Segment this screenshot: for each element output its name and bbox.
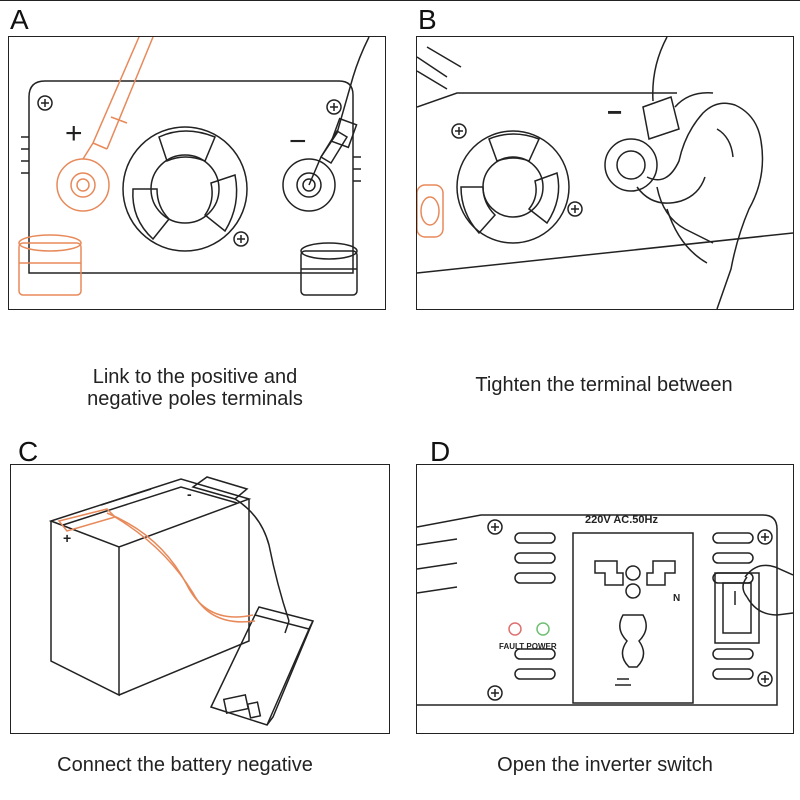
battery — [48, 478, 252, 697]
screw-icon — [326, 99, 342, 115]
step-a-panel: + − — [8, 36, 386, 310]
rating-label: 220V AC.50Hz — [585, 514, 658, 526]
inverter-box — [209, 606, 315, 726]
power-led — [536, 622, 550, 636]
step-b-letter: B — [418, 4, 437, 35]
step-d-illustration: 220V AC.50Hz N FAULT POWER — [417, 514, 793, 706]
step-a-caption: Link to the positive and negative poles … — [30, 366, 360, 410]
step-a-caption-line2: negative poles terminals — [87, 388, 303, 410]
step-b-panel: − — [416, 36, 794, 310]
screw-icon — [487, 519, 503, 535]
power-switch[interactable] — [714, 572, 760, 644]
ac-socket — [572, 532, 694, 704]
screw-icon — [487, 685, 503, 701]
step-a-illustration: + − — [18, 37, 370, 296]
negative-sign: − — [289, 125, 307, 158]
screw-icon — [233, 231, 249, 247]
positive-terminal — [56, 158, 110, 212]
negative-sign: - — [187, 486, 192, 502]
positive-sign: + — [63, 530, 71, 546]
screw-icon — [757, 671, 773, 687]
step-b-caption: Tighten the terminal between — [475, 374, 733, 396]
finger — [744, 564, 793, 616]
screw-icon — [567, 201, 583, 217]
step-a-letter: A — [10, 4, 29, 35]
positive-foot — [18, 234, 82, 296]
fan-icon — [122, 126, 248, 252]
screw-icon — [451, 123, 467, 139]
negative-foot — [300, 242, 358, 296]
neutral-label: N — [673, 593, 680, 604]
hand — [646, 102, 764, 309]
screw-icon — [757, 529, 773, 545]
step-d-letter: D — [430, 436, 451, 467]
step-d-panel: 220V AC.50Hz N FAULT POWER — [416, 464, 794, 734]
negative-terminal — [282, 158, 336, 212]
fault-power-label: FAULT POWER — [499, 642, 557, 651]
fan-icon — [456, 130, 570, 244]
step-c-panel: + - — [10, 464, 390, 734]
negative-sign: − — [607, 97, 622, 127]
step-c-illustration: + - — [48, 476, 315, 726]
step-c-letter: C — [18, 436, 39, 467]
screw-icon — [37, 95, 53, 111]
top-border-line — [0, 0, 800, 1]
step-a-caption-line1: Link to the positive and — [92, 366, 298, 388]
step-b-illustration: − — [417, 37, 793, 309]
positive-sign: + — [65, 117, 83, 150]
step-c-caption: Connect the battery negative — [57, 754, 313, 776]
inverter-body — [28, 80, 354, 274]
step-d-caption: Open the inverter switch — [497, 754, 713, 776]
fault-led — [508, 622, 522, 636]
